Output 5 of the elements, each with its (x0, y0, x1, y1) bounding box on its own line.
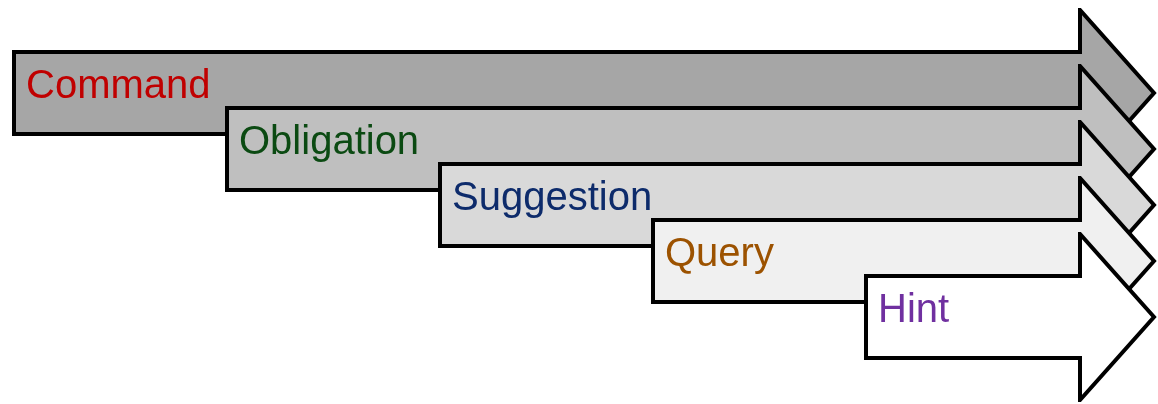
arrow-label: Obligation (239, 118, 420, 162)
arrow-label: Suggestion (452, 174, 653, 218)
arrow-label: Hint (878, 286, 950, 330)
arrow-label: Command (26, 62, 211, 106)
arrow-label: Query (665, 230, 774, 274)
